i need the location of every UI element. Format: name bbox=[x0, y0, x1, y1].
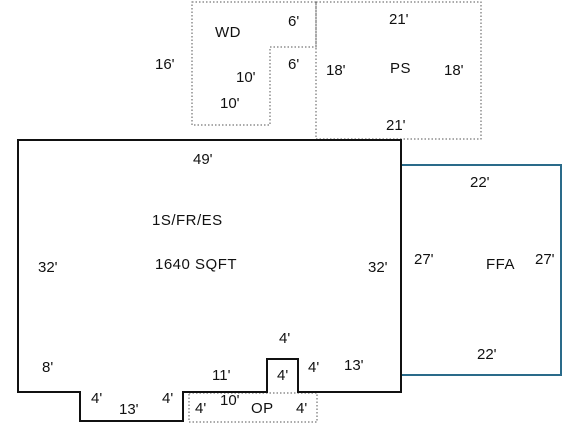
ps-bottom-dimension: 21' bbox=[386, 117, 406, 134]
op-left-dimension: 4' bbox=[195, 400, 207, 417]
main-house-outline bbox=[17, 139, 402, 422]
wd-top-dimension: 6' bbox=[288, 13, 300, 30]
main-left-dimension: 32' bbox=[38, 259, 58, 276]
main-area-sqft: 1640 SQFT bbox=[155, 256, 238, 273]
wd-step-dimension: 10' bbox=[236, 69, 256, 86]
main-right-dimension: 32' bbox=[368, 259, 388, 276]
main-area-name: 1S/FR/ES bbox=[152, 212, 223, 229]
ffa-left-dimension: 27' bbox=[414, 251, 434, 268]
ffa-top-dimension: 22' bbox=[470, 174, 490, 191]
ffa-bottom-dimension: 22' bbox=[477, 346, 497, 363]
ps-outline bbox=[315, 1, 482, 140]
ps-right-dimension: 18' bbox=[444, 62, 464, 79]
ps-top-dimension: 21' bbox=[389, 11, 409, 28]
step-right-dimension: 4' bbox=[308, 359, 320, 376]
main-bottom-right-dimension: 13' bbox=[344, 357, 364, 374]
wd-bottom-dimension: 10' bbox=[220, 95, 240, 112]
wd-name: WD bbox=[215, 24, 241, 41]
notch-bottom-dimension: 13' bbox=[119, 401, 139, 418]
op-right-dimension: 4' bbox=[296, 400, 308, 417]
op-mid-dimension: 10' bbox=[220, 392, 240, 409]
notch-left-dimension: 4' bbox=[91, 390, 103, 407]
notch-right-dimension: 4' bbox=[162, 390, 174, 407]
ps-left-dimension: 18' bbox=[326, 62, 346, 79]
ffa-outline bbox=[400, 164, 562, 376]
main-top-dimension: 49' bbox=[193, 151, 213, 168]
wd-left-dimension: 16' bbox=[155, 56, 175, 73]
ffa-name: FFA bbox=[486, 256, 516, 273]
ps-name: PS bbox=[390, 60, 412, 77]
step-inner-dimension: 4' bbox=[277, 367, 289, 384]
wd-inner-dimension: 6' bbox=[288, 56, 300, 73]
main-bottom-mid-dimension: 11' bbox=[212, 367, 231, 384]
op-name: OP bbox=[251, 400, 274, 417]
step-top-dimension: 4' bbox=[279, 330, 291, 347]
ffa-right-dimension: 27' bbox=[535, 251, 555, 268]
main-left-low-dimension: 8' bbox=[42, 359, 54, 376]
